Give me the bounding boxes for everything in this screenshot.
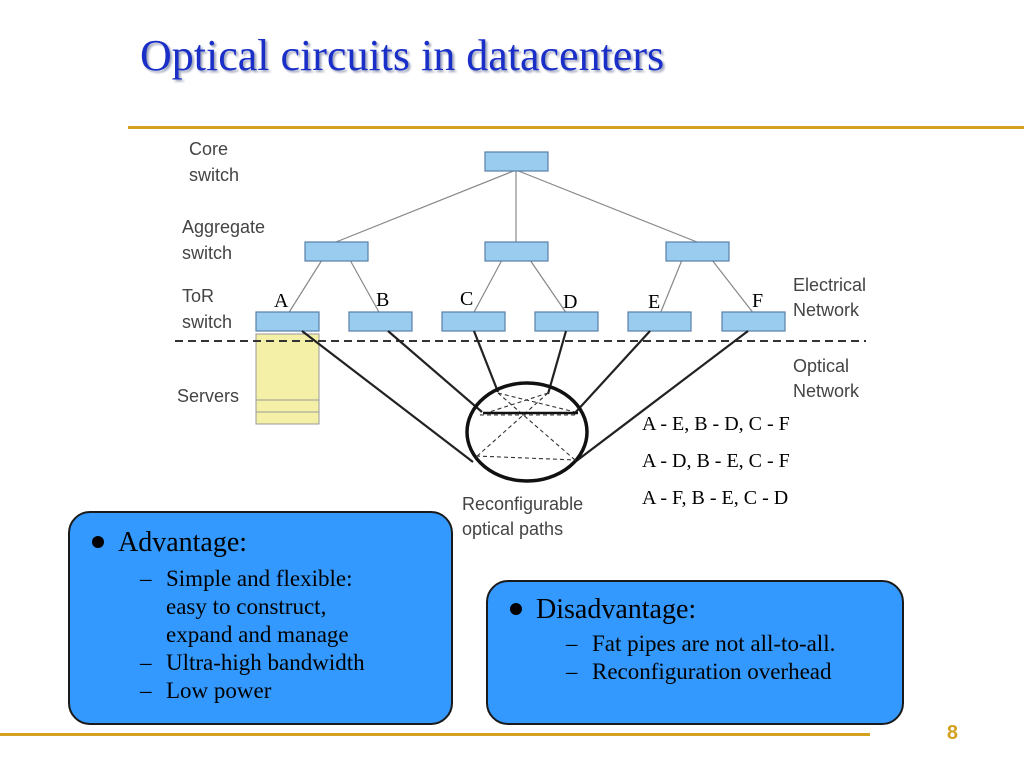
- optical-link: [574, 330, 749, 463]
- list-item: Ultra-high bandwidth: [140, 649, 365, 677]
- core-switch: [484, 151, 549, 172]
- optical-links: [301, 330, 749, 463]
- aggregate-switch: [484, 241, 549, 262]
- list-item: Fat pipes are not all-to-all.: [566, 630, 835, 658]
- list-item: Simple and flexible:: [140, 565, 365, 593]
- agg-tor-link: [472, 259, 503, 315]
- slide-number: 8: [946, 722, 958, 744]
- tor-node-label: D: [563, 291, 577, 313]
- list-item-continuation: easy to construct,: [166, 594, 327, 619]
- advantage-heading: Advantage:: [92, 527, 247, 559]
- tor-node-label: F: [752, 290, 763, 312]
- electrical-links: [287, 169, 755, 315]
- bullet-icon: [92, 535, 104, 548]
- disadvantage-box: Disadvantage: Fat pipes are not all-to-a…: [486, 580, 904, 725]
- slide-title: Optical circuits in datacenters: [140, 31, 665, 80]
- tor-switch-a: [255, 311, 320, 332]
- footer-divider: [0, 733, 870, 736]
- tor-switch-d: [534, 311, 599, 332]
- tor-switch-c: [441, 311, 506, 332]
- advantage-box: Advantage: Simple and flexible: easy to …: [68, 511, 453, 725]
- optical-link: [472, 330, 500, 393]
- advantage-heading-text: Advantage:: [118, 527, 248, 558]
- tor-node-label: E: [648, 291, 660, 313]
- server-rack: [255, 333, 320, 425]
- disadvantage-heading-text: Disadvantage:: [536, 594, 697, 625]
- pairing-option: A - E, B - D, C - F: [642, 413, 790, 435]
- agg-tor-link: [349, 259, 381, 315]
- pairing-option: A - D, B - E, C - F: [642, 450, 790, 472]
- core-agg-link: [335, 169, 517, 243]
- tor-switch-f: [721, 311, 786, 332]
- disadvantage-heading: Disadvantage:: [510, 594, 696, 626]
- agg-tor-link: [659, 259, 683, 315]
- servers-label: Servers: [177, 386, 239, 406]
- core-agg-link: [515, 169, 698, 243]
- optical-paths: [474, 392, 577, 461]
- title-divider: [128, 126, 1024, 129]
- list-item: Reconfiguration overhead: [566, 658, 835, 686]
- optical-link: [387, 330, 483, 413]
- disadvantage-list: Fat pipes are not all-to-all. Reconfigur…: [566, 630, 835, 686]
- optical-link: [546, 330, 568, 395]
- list-item: Low power: [140, 677, 365, 705]
- agg-tor-link: [287, 259, 323, 315]
- aggregate-switch: [304, 241, 369, 262]
- tor-node-label: B: [376, 289, 389, 311]
- agg-tor-link: [529, 259, 568, 315]
- agg-tor-link: [711, 259, 755, 315]
- aggregate-switch: [665, 241, 730, 262]
- pairing-option: A - F, B - E, C - D: [642, 487, 789, 509]
- optical-link: [301, 330, 474, 463]
- tor-switch-e: [627, 311, 692, 332]
- advantage-list: Simple and flexible: easy to construct, …: [140, 565, 365, 705]
- tor-node-label: C: [460, 288, 473, 310]
- optical-switch-circle: [465, 381, 589, 483]
- list-item-continuation: expand and manage: [166, 622, 349, 647]
- optical-link: [573, 330, 651, 415]
- tor-switch-b: [348, 311, 413, 332]
- tor-node-label: A: [274, 290, 289, 312]
- bullet-icon: [510, 602, 522, 615]
